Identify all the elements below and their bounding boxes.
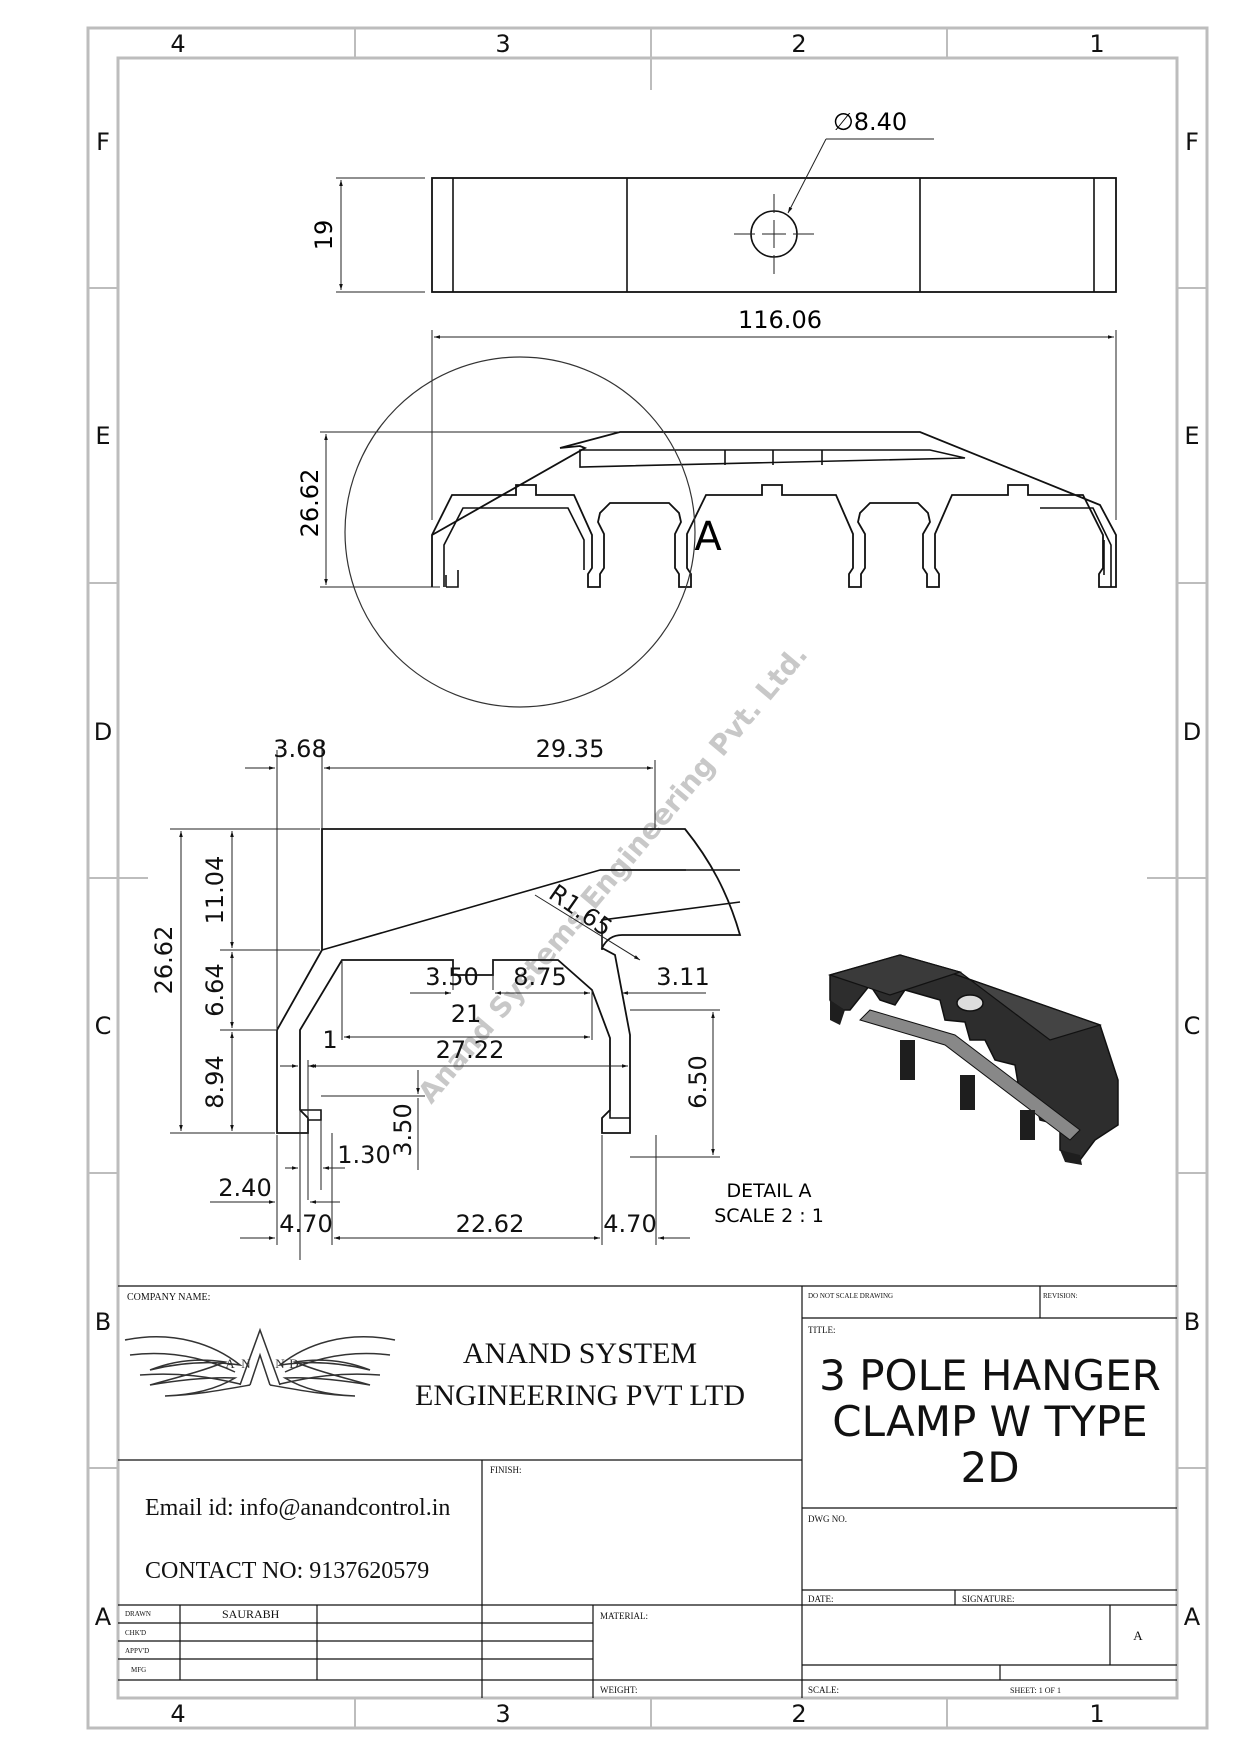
logo-letter-2: N: [241, 1356, 251, 1371]
col-label-2: 2: [791, 30, 806, 58]
detail-a-view: [170, 740, 742, 1260]
revision-label: REVISION:: [1043, 1292, 1078, 1300]
detail-callout-letter: A: [694, 514, 722, 560]
dim-3-11: 3.11: [656, 963, 709, 991]
dim-3-68: 3.68: [273, 735, 326, 763]
row-label-c-right: C: [1184, 1012, 1201, 1040]
col-label-3: 3: [495, 30, 510, 58]
front-view-width-dim: 116.06: [738, 306, 822, 334]
weight-label: WEIGHT:: [600, 1685, 638, 1695]
logo-letter-4: D: [289, 1356, 298, 1371]
row-label-c: C: [95, 1012, 112, 1040]
detail-label: DETAIL A: [727, 1180, 812, 1202]
dim-29-35: 29.35: [536, 735, 605, 763]
zone-labels: 4 3 2 1 4 3 2 1 F E D C B A F E D C B A: [94, 30, 1201, 1728]
dim-1: 1: [322, 1026, 337, 1054]
dim-3-50-side: 3.50: [389, 1103, 417, 1156]
front-view-height-dim: 26.62: [296, 469, 324, 538]
col-label-4-bottom: 4: [170, 1700, 185, 1728]
mfg-label: MFG: [131, 1666, 146, 1674]
col-label-2-bottom: 2: [791, 1700, 806, 1728]
scale-label: SCALE:: [808, 1685, 839, 1695]
dim-8-94: 8.94: [201, 1055, 229, 1108]
sheet-label: SHEET: 1 OF 1: [1010, 1686, 1061, 1695]
dim-22-62: 22.62: [456, 1210, 525, 1238]
size-value: A: [1133, 1628, 1143, 1643]
logo-letter-1: A: [225, 1356, 235, 1371]
hole-diameter-dim: ∅8.40: [833, 108, 907, 136]
title-line2: CLAMP W TYPE: [832, 1397, 1147, 1446]
logo-letter-3: N: [275, 1356, 285, 1371]
title-label: TITLE:: [808, 1325, 836, 1335]
do-not-scale-label: DO NOT SCALE DRAWING: [808, 1292, 893, 1300]
dim-11-04: 11.04: [201, 856, 229, 925]
sheet-frame: [86, 26, 1209, 1730]
dim-4-70-right: 4.70: [603, 1210, 656, 1238]
dim-21: 21: [451, 1000, 482, 1028]
title-block-text: COMPANY NAME: ANAND SYSTEM ENGINEERING P…: [125, 1292, 1143, 1695]
row-label-f: F: [96, 128, 110, 156]
col-label-1: 1: [1089, 30, 1104, 58]
signature-label: SIGNATURE:: [962, 1594, 1015, 1604]
title-line3: 2D: [960, 1443, 1019, 1492]
top-view: [336, 138, 1117, 293]
company-name-label: COMPANY NAME:: [127, 1292, 210, 1303]
row-label-e: E: [95, 422, 110, 450]
material-label: MATERIAL:: [600, 1611, 648, 1621]
row-label-b: B: [95, 1308, 111, 1336]
iso-mounting-hole: [956, 994, 984, 1012]
row-label-f-right: F: [1185, 128, 1199, 156]
finish-label: FINISH:: [490, 1465, 522, 1475]
dim-8-75: 8.75: [513, 963, 566, 991]
email-text: Email id: info@anandcontrol.in: [145, 1495, 450, 1521]
contact-number: CONTACT NO: 9137620579: [145, 1558, 429, 1584]
chkd-label: CHK'D: [125, 1629, 146, 1637]
appvd-label: APPV'D: [125, 1647, 149, 1655]
dim-6-64: 6.64: [201, 963, 229, 1016]
dim-3-50-top: 3.50: [425, 963, 478, 991]
date-label: DATE:: [808, 1594, 834, 1604]
title-line1: 3 POLE HANGER: [819, 1351, 1161, 1400]
drawn-label: DRAWN: [125, 1610, 151, 1618]
dim-26-62-detail: 26.62: [150, 926, 178, 995]
detail-a-circle: [344, 356, 696, 708]
row-label-d-right: D: [1183, 718, 1201, 746]
dim-6-50: 6.50: [684, 1055, 712, 1108]
dim-2-40: 2.40: [218, 1174, 271, 1202]
dim-1-30: 1.30: [337, 1141, 390, 1169]
front-view: [320, 330, 1117, 708]
row-label-d: D: [94, 718, 112, 746]
dim-4-70-left: 4.70: [279, 1210, 332, 1238]
company-name-line2: ENGINEERING PVT LTD: [415, 1379, 745, 1412]
drawn-name: SAURABH: [222, 1607, 280, 1621]
row-label-a-right: A: [1184, 1603, 1201, 1631]
title-block: [118, 1285, 1177, 1698]
col-label-3-bottom: 3: [495, 1700, 510, 1728]
dwg-no-label: DWG NO.: [808, 1514, 847, 1524]
col-label-4: 4: [170, 30, 185, 58]
row-label-a: A: [95, 1603, 112, 1631]
company-logo: [124, 1327, 396, 1397]
detail-a-dimensions: 3.68 29.35 26.62 11.04 6.64 8.94 R1.65 3…: [150, 735, 712, 1238]
col-label-1-bottom: 1: [1089, 1700, 1104, 1728]
row-label-b-right: B: [1184, 1308, 1200, 1336]
drawing-title: 3 POLE HANGER CLAMP W TYPE 2D: [819, 1351, 1161, 1492]
detail-scale: SCALE 2 : 1: [714, 1205, 824, 1227]
row-label-e-right: E: [1184, 422, 1199, 450]
logo-letters: A N N D: [225, 1356, 298, 1371]
top-view-height-dim: 19: [310, 220, 338, 251]
isometric-view: [827, 954, 1119, 1165]
dim-27-22: 27.22: [436, 1036, 505, 1064]
company-name-line1: ANAND SYSTEM: [463, 1337, 697, 1370]
